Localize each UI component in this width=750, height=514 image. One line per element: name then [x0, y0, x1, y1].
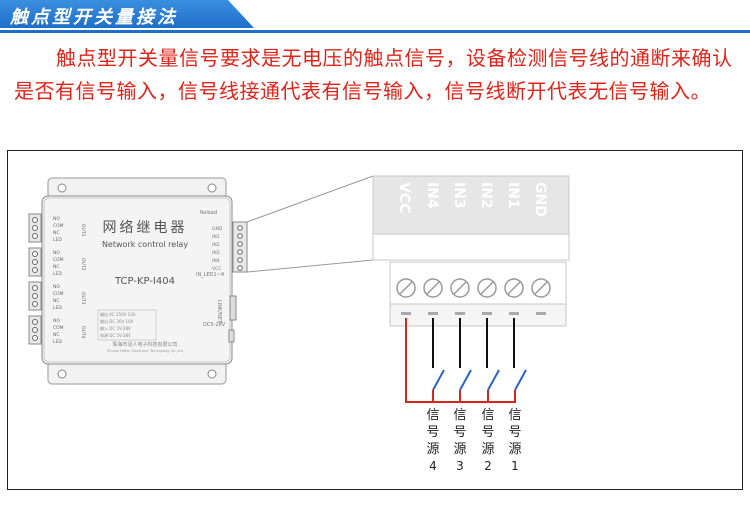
- signal-source-4: 信 号 源 4: [426, 408, 439, 473]
- signal-source-number: 4: [429, 459, 437, 473]
- callout-line: [246, 175, 374, 223]
- company-en: Zhuhai NiRen Electronic Technology Co.,L…: [107, 349, 183, 353]
- spec-row: 输入 DC 5V-28V: [100, 325, 131, 331]
- description-paragraph: 触点型开关量信号要求是无电压的触点信号，设备检测信号线的通断来确认是否有信号输入…: [14, 46, 733, 103]
- signal-source-number: 2: [484, 459, 492, 473]
- reload-label: Reload: [200, 210, 217, 216]
- signal-source-number: 1: [511, 459, 519, 473]
- relay-pin: NC: [53, 264, 60, 270]
- relay-output-3: NO COM NC LED OUT3: [28, 281, 86, 311]
- device-pin: IN4: [212, 258, 220, 264]
- signal-source-char: 号: [508, 425, 521, 440]
- device-input-terminal: GND IN1 IN2 IN3 IN4 VCC: [212, 221, 248, 273]
- ethernet-port: [229, 295, 237, 321]
- signal-source-char: 信: [508, 408, 521, 423]
- device-pin: GND: [212, 226, 223, 232]
- device-title-en: Network control relay: [102, 240, 188, 249]
- relay-pin: COM: [53, 257, 64, 263]
- signal-source-char: 号: [426, 425, 439, 440]
- relay-pin: NO: [53, 284, 60, 290]
- relay-pin: LED: [53, 237, 62, 243]
- power-label: DC5-28V: [203, 322, 226, 328]
- relay-pin: COM: [53, 223, 64, 229]
- terminal-label-panel: [372, 175, 570, 235]
- screw-terminals: [396, 278, 551, 298]
- terminal-label-in1: IN1: [505, 182, 521, 209]
- spec-row: 输出 DC 30V 10A: [100, 318, 134, 324]
- enlarged-terminal-block: VCC IN4 IN3 IN2 IN1 GND: [372, 175, 570, 327]
- terminal-label-in2: IN2: [478, 182, 494, 209]
- header-divider: [0, 30, 750, 33]
- header-banner: 触点型开关量接法: [0, 0, 254, 28]
- wiring: [405, 318, 527, 403]
- relay-pin: NC: [53, 332, 60, 338]
- signal-source-char: 号: [453, 425, 466, 440]
- signal-source-1: 信 号 源 1: [508, 408, 521, 473]
- callout-line: [246, 259, 374, 273]
- signal-source-char: 源: [481, 442, 494, 457]
- relay-pin: NO: [53, 250, 60, 256]
- signal-source-char: 号: [481, 425, 494, 440]
- power-jack: [228, 329, 235, 343]
- relay-device: 网络继电器 Network control relay TCP-KP-I404 …: [41, 177, 237, 385]
- signal-source-char: 信: [481, 408, 494, 423]
- device-model: TCP-KP-I404: [114, 276, 175, 287]
- relay-name: OUT4: [80, 326, 86, 339]
- relay-pin: NO: [53, 216, 60, 222]
- relay-pin: NC: [53, 298, 60, 304]
- terminal-label-in3: IN3: [451, 182, 467, 209]
- relay-output-2: NO COM NC LED OUT2: [28, 247, 86, 277]
- section-header: 触点型开关量接法: [0, 0, 750, 38]
- signal-source-char: 信: [426, 408, 439, 423]
- device-title-cn: 网络继电器: [103, 220, 188, 236]
- relay-output-1: NO COM NC LED OUT1: [28, 213, 86, 243]
- spec-row: 输出 AC 250V 10A: [100, 311, 136, 317]
- relay-pin: COM: [53, 325, 64, 331]
- relay-pin: LED: [53, 271, 62, 277]
- relay-name: OUT1: [80, 224, 86, 237]
- terminal-label-vcc: VCC: [396, 182, 412, 213]
- signal-source-char: 源: [426, 442, 439, 457]
- spec-row: 电源 DC 5V-28V: [100, 332, 131, 338]
- relay-name: OUT3: [80, 292, 86, 305]
- relay-pin: NO: [53, 318, 60, 324]
- device-pin: IN2: [212, 242, 220, 248]
- in-led-label: IN_LED1~4: [196, 272, 224, 278]
- company-cn: 珠海市泥人电子科技有限公司: [112, 341, 177, 348]
- device-pin: IN3: [212, 250, 220, 256]
- switch-icon: [514, 369, 527, 391]
- signal-source-2: 信 号 源 2: [481, 408, 494, 473]
- relay-pin: COM: [53, 291, 64, 297]
- signal-source-char: 源: [453, 442, 466, 457]
- section-title: 触点型开关量接法: [10, 7, 178, 28]
- net-led-label: LINK/NET: [216, 300, 222, 324]
- terminal-label-gnd: GND: [532, 182, 548, 217]
- device-pin: IN1: [212, 234, 220, 240]
- relay-output-4: NO COM NC LED OUT4: [28, 315, 86, 345]
- switch-icon: [487, 369, 500, 391]
- relay-pin: LED: [53, 339, 62, 345]
- relay-pin: LED: [53, 305, 62, 311]
- relay-pin: NC: [53, 230, 60, 236]
- signal-source-number: 3: [456, 459, 464, 473]
- device-pin: VCC: [212, 266, 221, 272]
- terminal-label-in4: IN4: [424, 182, 440, 209]
- spec-table: [97, 309, 157, 341]
- switch-icon: [459, 369, 472, 391]
- signal-source-char: 信: [453, 408, 466, 423]
- signal-source-char: 源: [508, 442, 521, 457]
- terminal-strip: [372, 233, 570, 261]
- switch-icon: [432, 369, 445, 391]
- relay-output-terminals: NO COM NC LED OUT1 NO COM NC LED OUT2 NO…: [28, 213, 86, 345]
- signal-source-labels: 信 号 源 4 信 号 源 3 信 号 源 2 信 号 源 1: [426, 408, 521, 473]
- relay-name: OUT2: [80, 258, 86, 271]
- wiring-diagram-frame: [7, 150, 743, 490]
- signal-source-3: 信 号 源 3: [453, 408, 466, 473]
